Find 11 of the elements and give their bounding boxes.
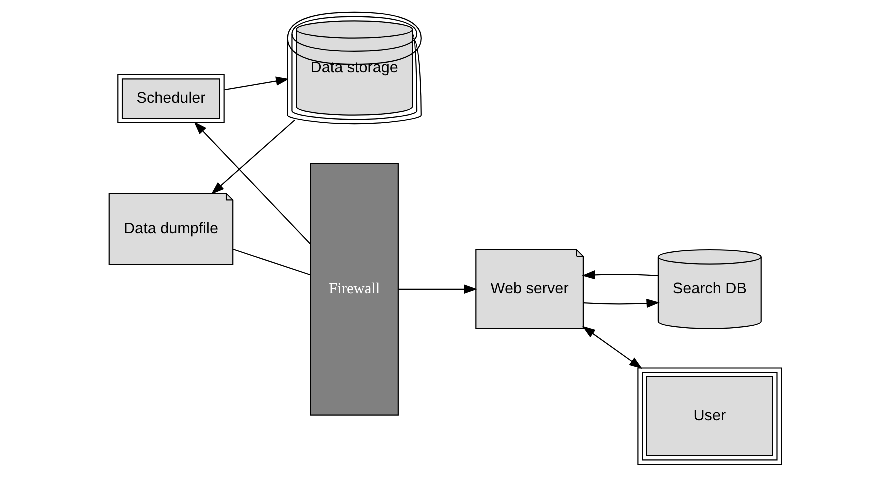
arrow (582, 326, 643, 370)
arrow (224, 76, 290, 91)
node-box: Firewall (310, 162, 399, 416)
node-box: Scheduler (118, 74, 225, 124)
connector (233, 248, 311, 276)
arrow (398, 284, 478, 294)
arrow (582, 270, 658, 280)
arrow (584, 298, 660, 308)
arrow (194, 122, 312, 245)
node-box: User (638, 368, 782, 466)
arrow (211, 120, 296, 195)
